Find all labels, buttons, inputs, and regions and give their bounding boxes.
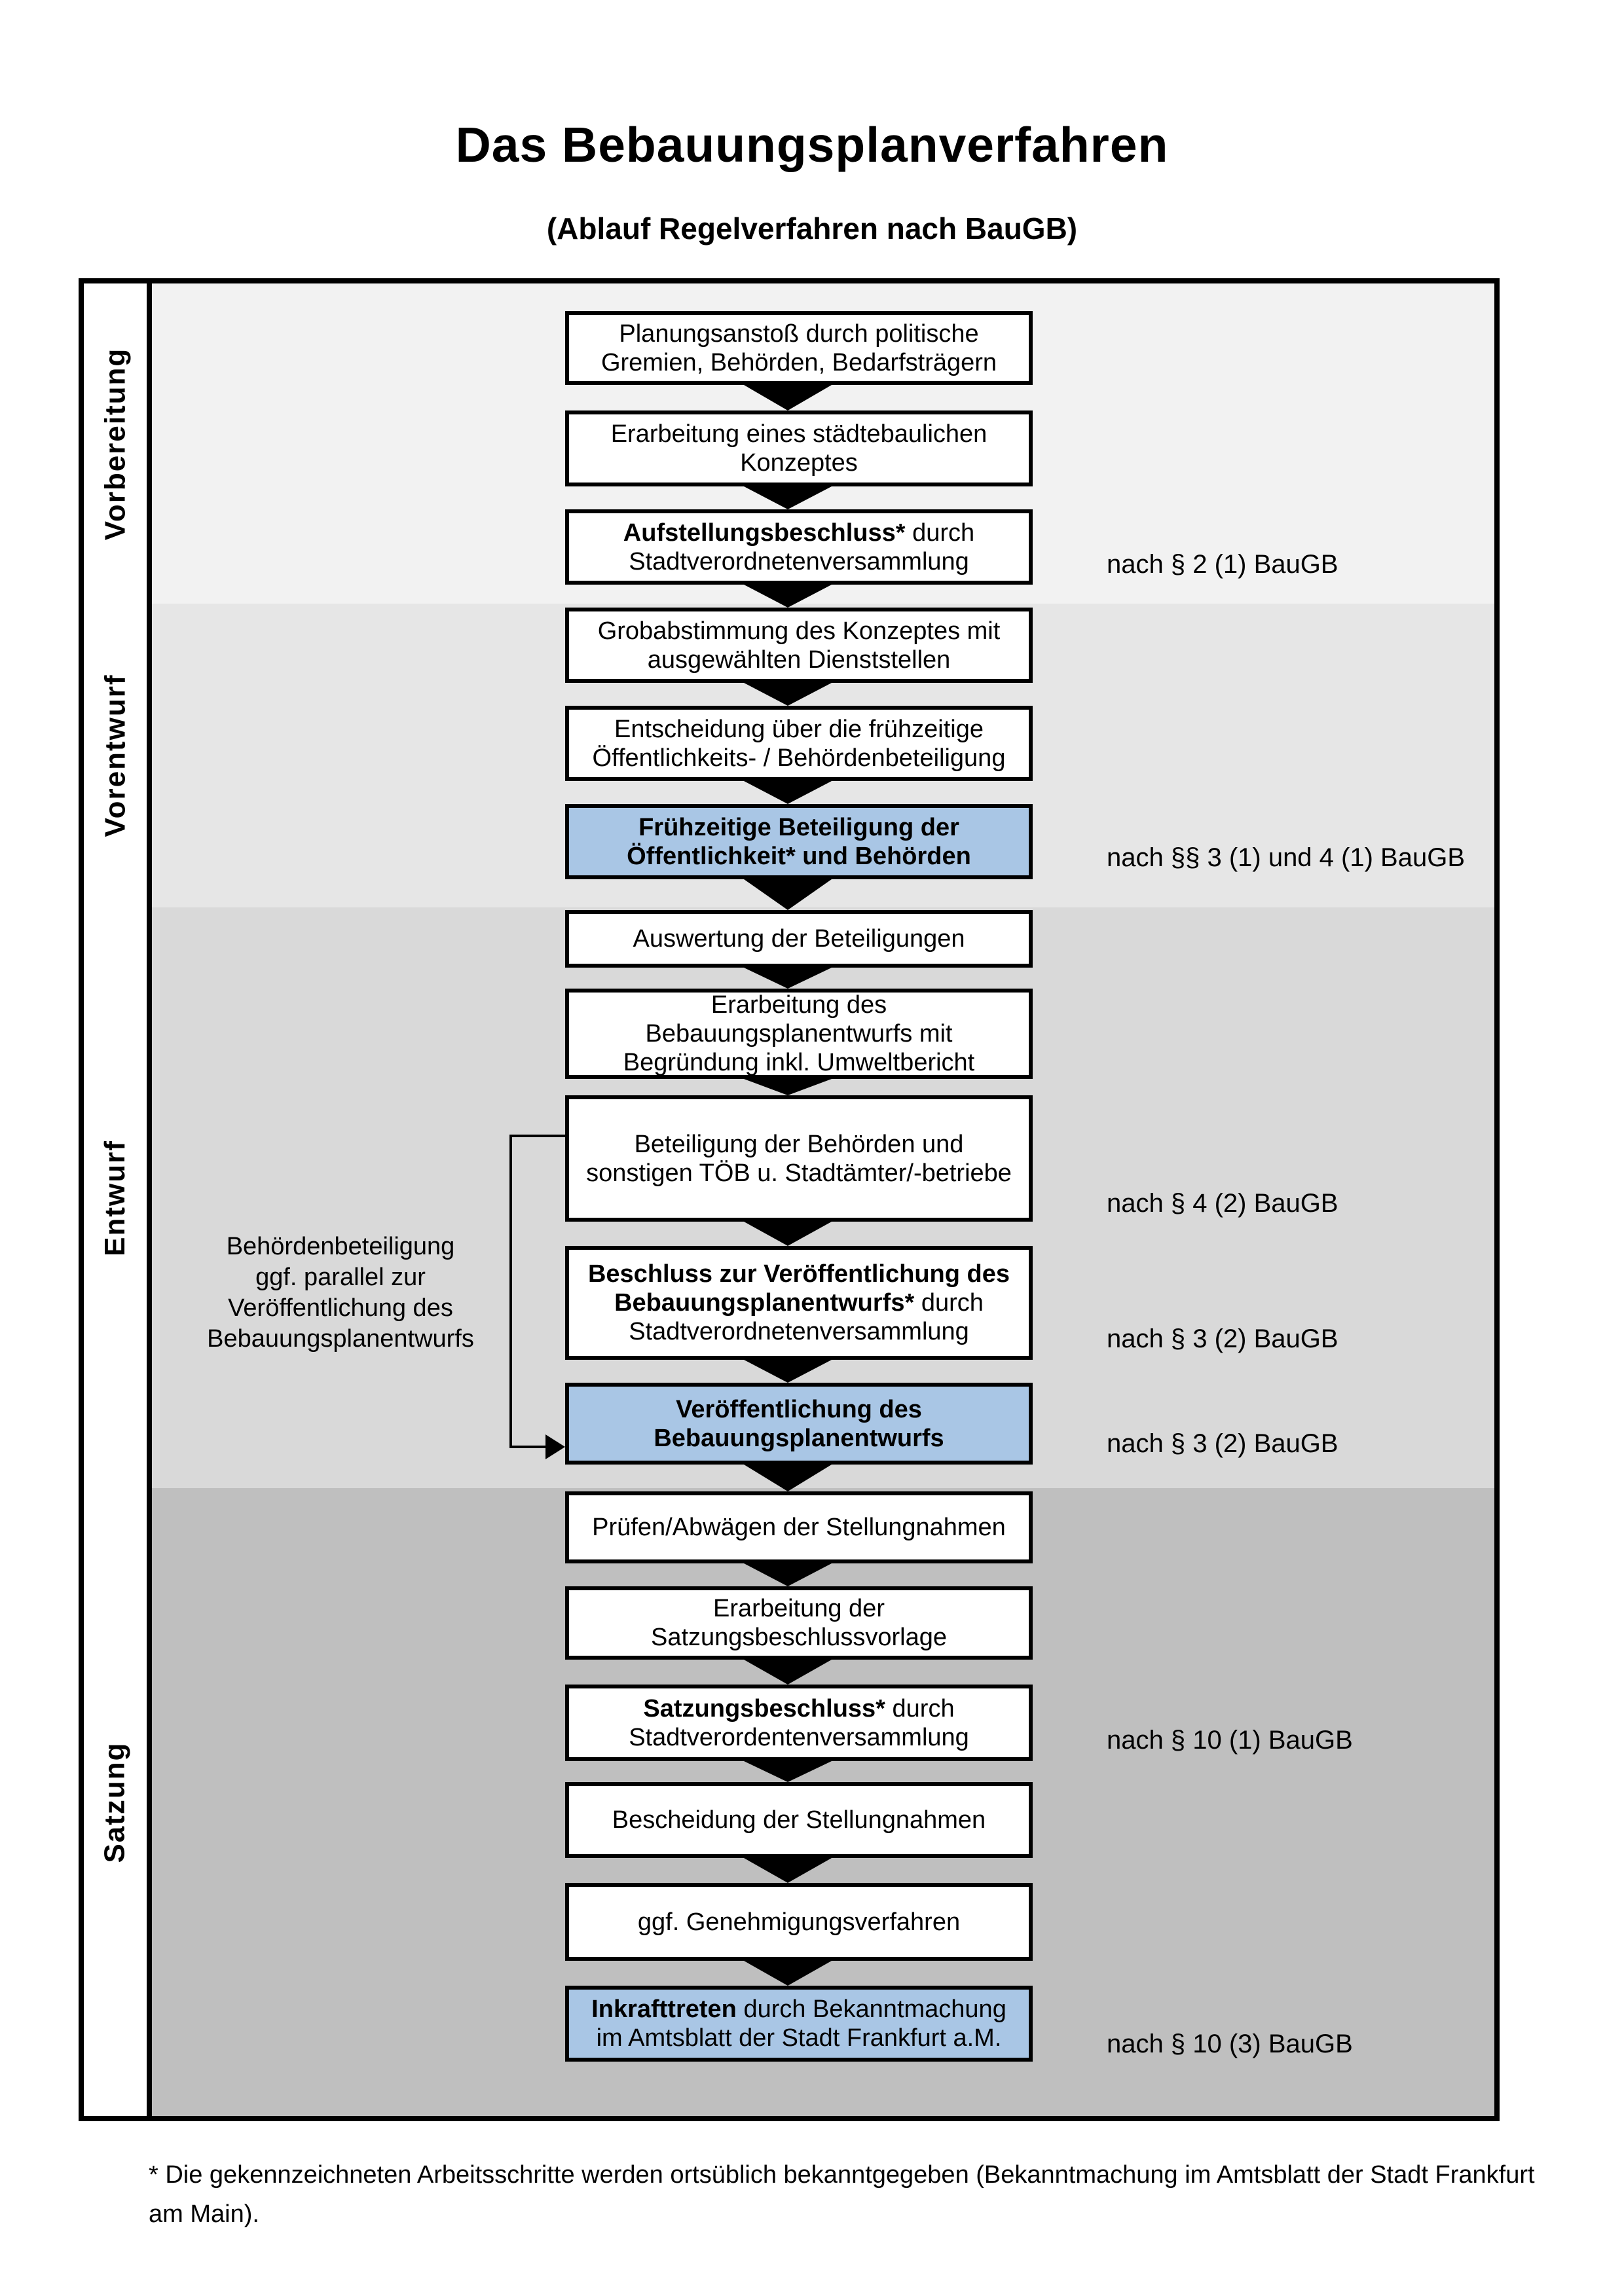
process-box-line: Öffentlichkeit* und Behörden <box>627 842 971 870</box>
process-box-line: Satzungsbeschlussvorlage <box>650 1624 948 1651</box>
process-box-line: Stadtverordnetenversammlung <box>629 1318 969 1345</box>
phase-label-vorentwurf: Vorentwurf <box>99 674 131 837</box>
process-box-line: Veröffentlichung des <box>676 1395 922 1423</box>
process-box-line: Grobabstimmung des Konzeptes mit <box>597 617 1001 645</box>
down-arrow-icon <box>744 968 832 989</box>
page-title: Das Bebauungsplanverfahren <box>455 117 1169 172</box>
phase-label-entwurf: Entwurf <box>99 1139 132 1256</box>
legal-reference-aufstellungsbeschluss: nach § 2 (1) BauGB <box>1107 550 1338 579</box>
down-arrow-icon <box>744 1465 832 1491</box>
process-box-line: Stadtverordentenversammlung <box>629 1723 969 1751</box>
process-box-line: ausgewählten Dienststellen <box>647 646 951 674</box>
process-box-line: Bebauungsplanentwurfs mit <box>645 1020 953 1048</box>
phase-label-cell-vorentwurf: Vorentwurf <box>84 604 147 911</box>
process-box-line: Inkrafttreten durch Bekanntmachung <box>591 1995 1006 2023</box>
process-box-line: Erarbeitung der <box>713 1595 885 1622</box>
parallel-connector-vertical-line <box>509 1135 512 1448</box>
parallel-connector-bottom-line <box>509 1446 547 1448</box>
phase-label-cell-entwurf: Entwurf <box>84 907 147 1492</box>
process-box-line: Erarbeitung des <box>710 991 887 1019</box>
side-note-line: Veröffentlichung des <box>228 1294 453 1322</box>
down-arrow-icon <box>744 1858 832 1883</box>
down-arrow-icon <box>744 1360 832 1383</box>
down-arrow-icon <box>744 879 832 910</box>
parallel-connector-top-line <box>509 1135 568 1137</box>
legal-reference-beschluss-veroeffentlichung: nach § 3 (2) BauGB <box>1107 1324 1338 1353</box>
down-arrow-icon <box>744 1563 832 1586</box>
down-arrow-icon <box>744 683 832 706</box>
process-box-line: Auswertung der Beteiligungen <box>633 925 965 953</box>
page-subtitle: (Ablauf Regelverfahren nach BauGB) <box>546 211 1078 246</box>
side-note-line: ggf. parallel zur <box>255 1264 426 1291</box>
process-box-auswertung-beteiligungen: Auswertung der Beteiligungen <box>565 910 1033 968</box>
down-arrow-icon <box>744 585 832 608</box>
process-box-line: Öffentlichkeits- / Behördenbeteiligung <box>592 744 1006 772</box>
legal-reference-satzungsbeschluss: nach § 10 (1) BauGB <box>1107 1726 1353 1755</box>
process-box-line: ggf. Genehmigungsverfahren <box>637 1908 961 1936</box>
phase-label-cell-satzung: Satzung <box>84 1488 147 2116</box>
process-box-line: Erarbeitung eines städtebaulichen <box>610 420 987 448</box>
side-note-line: Behördenbeteiligung <box>226 1233 455 1260</box>
process-box-line: Frühzeitige Beteiligung der <box>638 813 959 841</box>
process-box-bescheidung-stellungnahmen: Bescheidung der Stellungnahmen <box>565 1782 1033 1858</box>
down-arrow-icon <box>744 781 832 804</box>
down-arrow-icon <box>744 1079 832 1095</box>
right-arrow-icon <box>545 1434 565 1459</box>
side-note-line: Bebauungsplanentwurfs <box>207 1325 474 1353</box>
phase-label-vorbereitung: Vorbereitung <box>99 347 131 540</box>
process-box-genehmigungsverfahren: ggf. Genehmigungsverfahren <box>565 1883 1033 1961</box>
process-box-line: Bebauungsplanentwurfs* durch <box>614 1289 984 1317</box>
phase-column-divider <box>147 283 152 2116</box>
down-arrow-icon <box>744 1761 832 1782</box>
legal-reference-fruehzeitige-beteiligung: nach §§ 3 (1) und 4 (1) BauGB <box>1107 843 1465 872</box>
down-arrow-icon <box>744 1660 832 1685</box>
phase-label-cell-vorbereitung: Vorbereitung <box>84 283 147 608</box>
legal-reference-veroeffentlichung-bebauungsplanentwurf: nach § 3 (2) BauGB <box>1107 1429 1338 1458</box>
process-box-line: Konzeptes <box>740 449 858 477</box>
process-box-line: Prüfen/Abwägen der Stellungnahmen <box>592 1514 1006 1541</box>
legal-reference-beteiligung-behoerden-toeb: nach § 4 (2) BauGB <box>1107 1189 1338 1218</box>
process-box-line: Beteiligung der Behörden und <box>634 1130 964 1158</box>
down-arrow-icon <box>744 385 832 410</box>
process-box-line: im Amtsblatt der Stadt Frankfurt a.M. <box>596 2024 1002 2052</box>
process-box-line: sonstigen TÖB u. Stadtämter/-betriebe <box>586 1159 1012 1187</box>
process-box-line: Beschluss zur Veröffentlichung des <box>587 1260 1010 1288</box>
process-box-pruefen-abwaegen-stellungnahmen: Prüfen/Abwägen der Stellungnahmen <box>565 1491 1033 1563</box>
process-box-line: Begründung inkl. Umweltbericht <box>623 1049 975 1076</box>
phase-label-satzung: Satzung <box>99 1741 132 1863</box>
down-arrow-icon <box>744 1961 832 1986</box>
process-box-line: Entscheidung über die frühzeitige <box>614 715 984 743</box>
legal-reference-inkrafttreten: nach § 10 (3) BauGB <box>1107 2030 1353 2058</box>
down-arrow-icon <box>744 486 832 509</box>
process-box-line: Stadtverordnetenversammlung <box>629 547 969 575</box>
process-box-line: Bescheidung der Stellungnahmen <box>612 1806 986 1834</box>
footnote: * Die gekennzeichneten Arbeitsschritte w… <box>149 2161 1535 2228</box>
process-box-line: Aufstellungsbeschluss* durch <box>623 519 975 547</box>
process-box-line: Planungsanstoß durch politische <box>619 319 979 348</box>
process-box-line: Gremien, Behörden, Bedarfsträgern <box>600 348 997 376</box>
process-box-line: Satzungsbeschluss* durch <box>643 1694 955 1722</box>
down-arrow-icon <box>744 1222 832 1246</box>
process-box-line: Bebauungsplanentwurfs <box>654 1424 944 1452</box>
